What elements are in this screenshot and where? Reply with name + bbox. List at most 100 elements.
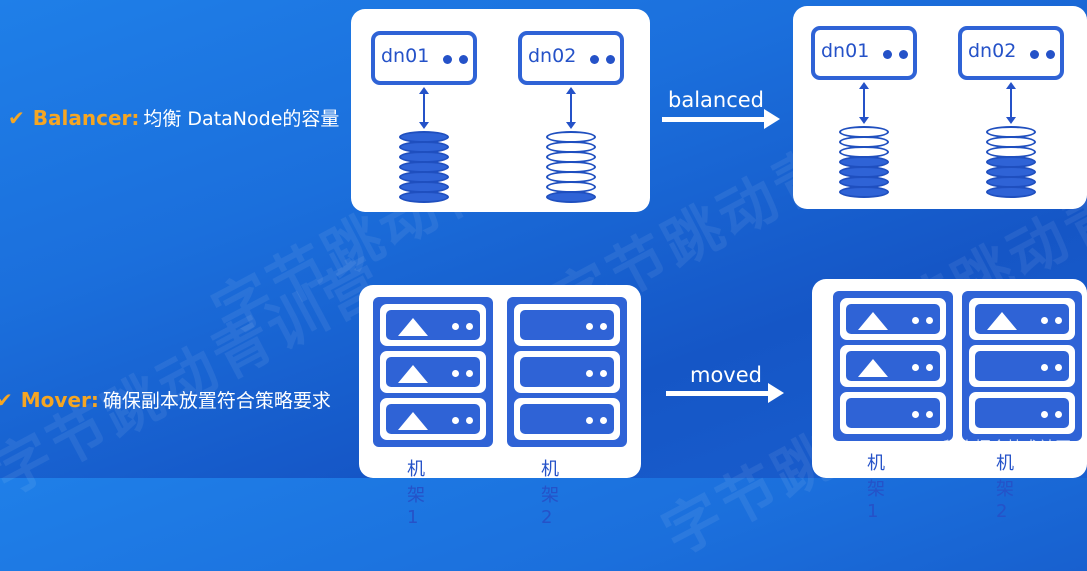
bidirectional-arrow-icon <box>566 87 576 129</box>
status-dot-icon <box>926 317 933 324</box>
rack-label: 机架1 <box>407 459 425 528</box>
datanode-name: dn02 <box>528 45 577 67</box>
server-slot-inner <box>520 310 614 340</box>
status-dot-icon <box>606 55 615 64</box>
datanode-name: dn01 <box>381 45 430 67</box>
balance-after-panel: dn01 dn02 <box>793 6 1087 209</box>
bidirectional-arrow-icon <box>419 87 429 129</box>
server-slot-inner <box>386 404 480 434</box>
database-icon <box>986 126 1036 202</box>
status-dot-icon <box>459 55 468 64</box>
rack-box <box>507 297 627 447</box>
status-dot-icon <box>1046 50 1055 59</box>
balancer-key: Balancer: <box>32 105 140 130</box>
datanode-name: dn02 <box>968 40 1017 62</box>
disk-layer <box>839 186 889 198</box>
status-dot-icon <box>466 323 473 330</box>
server-slot <box>380 398 486 440</box>
status-dot-icon <box>1041 411 1048 418</box>
status-dot-icon <box>1055 317 1062 324</box>
status-dot-icon <box>452 417 459 424</box>
status-dot-icon <box>452 370 459 377</box>
status-dot-icon <box>883 50 892 59</box>
status-dot-icon <box>586 323 593 330</box>
footer-credit: @稀土掘金技术社区 <box>926 438 1071 457</box>
server-slot <box>840 298 946 340</box>
datanode-box: dn02 <box>518 31 624 85</box>
server-slot-inner <box>520 404 614 434</box>
rack-box <box>833 291 953 441</box>
status-dot-icon <box>899 50 908 59</box>
mover-description: ✔ Mover: 确保副本放置符合策略要求 <box>0 386 331 413</box>
server-slot <box>380 304 486 346</box>
balancer-desc: 均衡 DataNode的容量 <box>143 108 340 130</box>
checkmark-icon: ✔ <box>0 387 13 412</box>
triangle-icon <box>858 312 888 330</box>
bidirectional-arrow-icon <box>859 82 869 124</box>
server-slot-inner <box>386 310 480 340</box>
triangle-icon <box>398 365 428 383</box>
server-slot-inner <box>520 357 614 387</box>
status-dot-icon <box>600 323 607 330</box>
server-slot <box>840 392 946 434</box>
triangle-icon <box>987 312 1017 330</box>
status-dot-icon <box>1030 50 1039 59</box>
status-dot-icon <box>586 370 593 377</box>
server-slot-inner <box>975 351 1069 381</box>
database-icon <box>546 131 596 207</box>
datanode-name: dn01 <box>821 40 870 62</box>
triangle-icon <box>398 412 428 430</box>
status-dot-icon <box>1041 317 1048 324</box>
rack-label: 机架2 <box>541 459 559 528</box>
status-dot-icon <box>1055 364 1062 371</box>
status-dot-icon <box>600 370 607 377</box>
mover-after-panel: 机架1 机架2 <box>812 279 1087 522</box>
disk-layer <box>546 191 596 203</box>
status-dot-icon <box>586 417 593 424</box>
status-dot-icon <box>600 417 607 424</box>
server-slot-inner <box>975 398 1069 428</box>
checkmark-icon: ✔ <box>8 105 25 130</box>
server-slot-inner <box>975 304 1069 334</box>
status-dot-icon <box>466 417 473 424</box>
server-slot-inner <box>846 304 940 334</box>
server-slot <box>380 351 486 393</box>
disk-layer <box>986 186 1036 198</box>
status-dot-icon <box>926 364 933 371</box>
bidirectional-arrow-icon <box>1006 82 1016 124</box>
server-slot <box>514 351 620 393</box>
server-slot <box>840 345 946 387</box>
balancer-description: ✔ Balancer: 均衡 DataNode的容量 <box>8 104 339 131</box>
server-slot-inner <box>386 357 480 387</box>
server-slot <box>969 298 1075 340</box>
right-arrow-icon <box>662 109 780 129</box>
status-dot-icon <box>443 55 452 64</box>
server-slot <box>514 398 620 440</box>
database-icon <box>399 131 449 207</box>
status-dot-icon <box>590 55 599 64</box>
rack-label: 机架2 <box>996 453 1014 522</box>
moved-arrow-label: moved <box>690 363 762 387</box>
rack-label: 机架1 <box>867 453 885 522</box>
status-dot-icon <box>1055 411 1062 418</box>
status-dot-icon <box>912 411 919 418</box>
server-slot <box>969 345 1075 387</box>
rack-box <box>962 291 1082 441</box>
status-dot-icon <box>912 317 919 324</box>
mover-key: Mover: <box>20 387 99 412</box>
server-slot-inner <box>846 351 940 381</box>
datanode-box: dn02 <box>958 26 1064 80</box>
datanode-box: dn01 <box>371 31 477 85</box>
database-icon <box>839 126 889 202</box>
mover-desc: 确保副本放置符合策略要求 <box>102 390 331 412</box>
datanode-box: dn01 <box>811 26 917 80</box>
server-slot-inner <box>846 398 940 428</box>
server-slot <box>969 392 1075 434</box>
right-arrow-icon <box>666 383 784 403</box>
disk-layer <box>399 191 449 203</box>
status-dot-icon <box>452 323 459 330</box>
triangle-icon <box>398 318 428 336</box>
status-dot-icon <box>1041 364 1048 371</box>
status-dot-icon <box>926 411 933 418</box>
balanced-arrow-label: balanced <box>668 88 765 112</box>
